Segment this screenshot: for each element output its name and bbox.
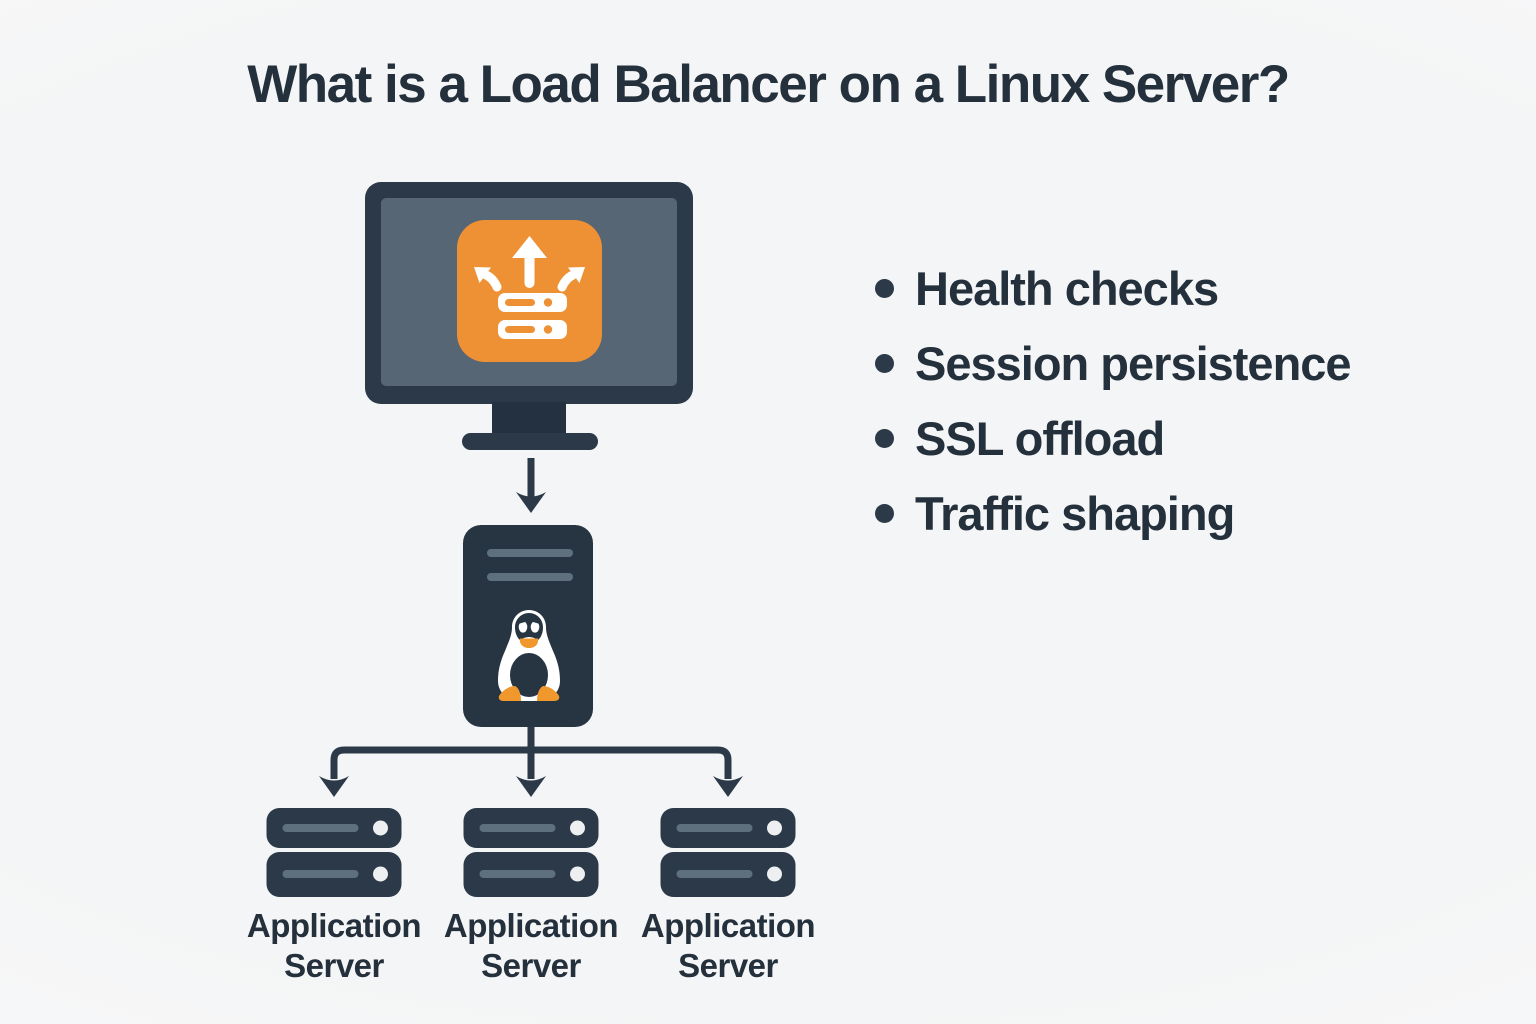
feature-list: Health checks Session persistence SSL of…	[875, 251, 1352, 551]
server-stack-icon	[660, 808, 796, 897]
bullet-icon	[875, 279, 894, 298]
tux-penguin-icon	[498, 610, 560, 701]
list-item: Health checks	[875, 251, 1351, 326]
feature-text: Health checks	[915, 262, 1219, 315]
app-server-label: Application Server	[618, 906, 838, 986]
load-balancer-icon	[457, 220, 602, 362]
list-item: Traffic shaping	[875, 476, 1351, 551]
feature-text: SSL offload	[915, 412, 1165, 465]
app-server-label: Application Server	[421, 906, 641, 986]
app-server-label-line1: Application	[443, 907, 619, 944]
app-server-label: Application Server	[224, 906, 444, 986]
app-server-label-line2: Server	[284, 947, 384, 984]
page-title: What is a Load Balancer on a Linux Serve…	[247, 55, 1290, 114]
bullet-icon	[875, 354, 894, 373]
arrow-down-icon	[516, 458, 546, 513]
list-item: SSL offload	[875, 401, 1351, 476]
server-stack-icon	[266, 808, 402, 897]
branch-arrows	[319, 727, 743, 797]
bullet-icon	[875, 504, 894, 523]
app-server-label-line2: Server	[678, 947, 778, 984]
feature-text: Traffic shaping	[915, 487, 1235, 540]
list-item: Session persistence	[875, 326, 1352, 401]
app-server-label-line2: Server	[481, 947, 581, 984]
feature-text: Session persistence	[915, 337, 1352, 390]
server-stack-icon	[463, 808, 599, 897]
linux-server-icon	[463, 525, 593, 727]
app-server-label-line1: Application	[640, 907, 816, 944]
bullet-icon	[875, 429, 894, 448]
app-server-label-line1: Application	[246, 907, 422, 944]
